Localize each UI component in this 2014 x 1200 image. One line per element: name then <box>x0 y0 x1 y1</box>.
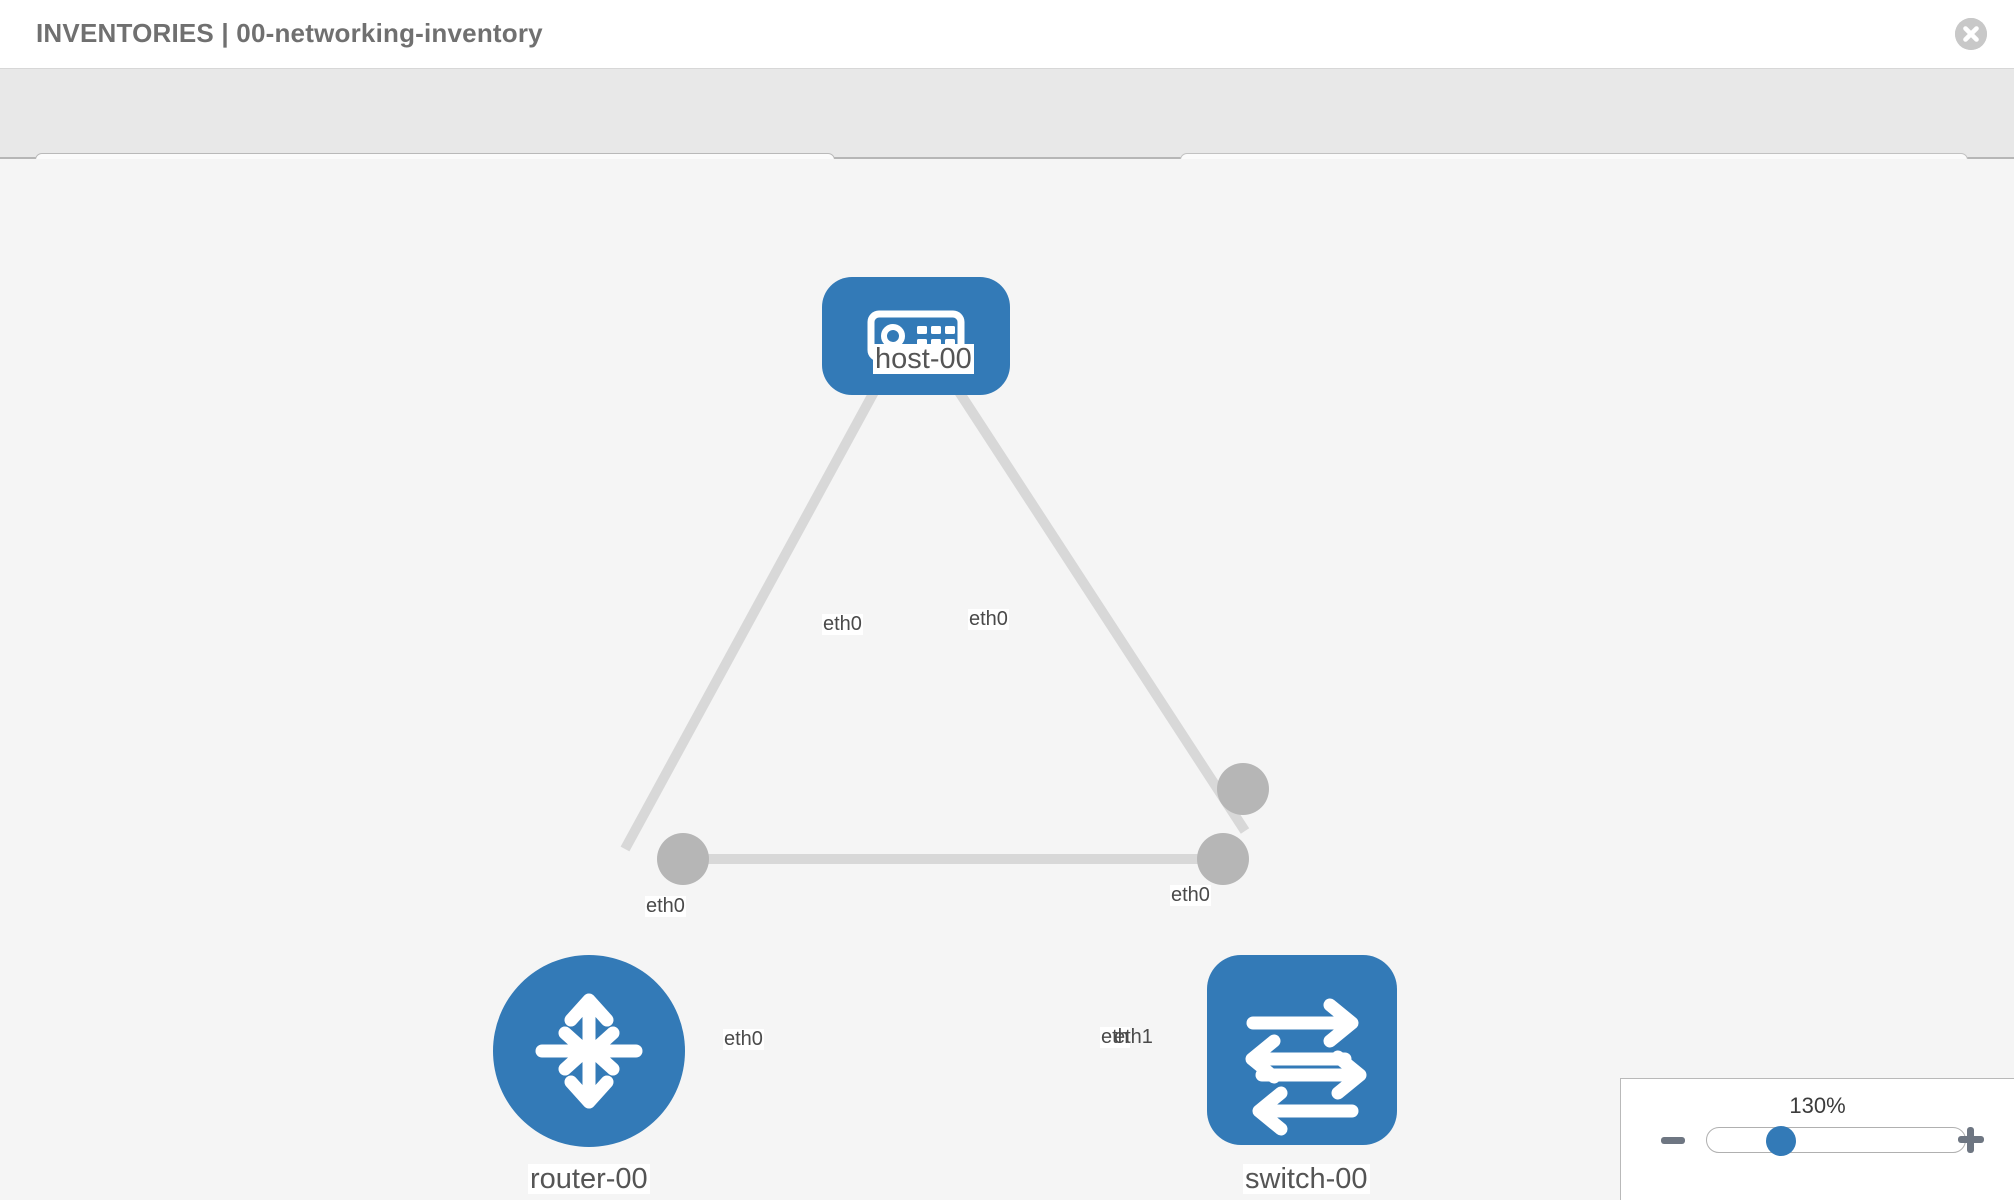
close-icon[interactable] <box>1955 18 1987 50</box>
node-router-00[interactable] <box>493 955 685 1147</box>
port-router-right <box>657 833 709 885</box>
zoom-control-panel: 130% <box>1620 1078 2014 1200</box>
port-switch-top <box>1217 763 1269 815</box>
iface-label: eth0 <box>968 608 1009 630</box>
zoom-level-value: 130% <box>1789 1093 1846 1118</box>
link-host-switch <box>947 378 1250 834</box>
iface-label: eth1 <box>1114 1026 1153 1048</box>
node-host-00[interactable] <box>822 277 1010 395</box>
iface-label: eth0 <box>723 1028 764 1050</box>
zoom-in-button[interactable] <box>1958 1127 1984 1153</box>
node-label-switch-00: switch-00 <box>1243 1163 1370 1195</box>
page-header: INVENTORIES | 00-networking-inventory <box>0 0 2014 69</box>
zoom-slider-thumb[interactable] <box>1766 1126 1796 1156</box>
topology-canvas[interactable]: host-00 router-00 switch-00 eth0 eth0 et… <box>0 159 2014 1200</box>
node-label-router-00: router-00 <box>528 1163 650 1195</box>
link-router-host <box>620 378 885 852</box>
page-title: INVENTORIES | 00-networking-inventory <box>36 18 543 48</box>
zoom-slider-track[interactable] <box>1706 1127 1966 1153</box>
iface-label: eth0 <box>822 613 863 635</box>
iface-label: eth <box>1100 1026 1130 1048</box>
node-label-host-00: host-00 <box>873 343 974 375</box>
zoom-out-button[interactable] <box>1661 1137 1685 1144</box>
port-switch-left <box>1197 833 1249 885</box>
node-switch-00[interactable] <box>1207 955 1397 1145</box>
toolbar: ACTIONS SEARCH <box>0 69 2014 209</box>
iface-label: eth0 <box>1170 884 1211 906</box>
topology-ports <box>657 323 1269 885</box>
topology-links <box>620 378 1250 864</box>
iface-label: eth0 <box>645 895 686 917</box>
topology-graph <box>493 277 1397 1147</box>
